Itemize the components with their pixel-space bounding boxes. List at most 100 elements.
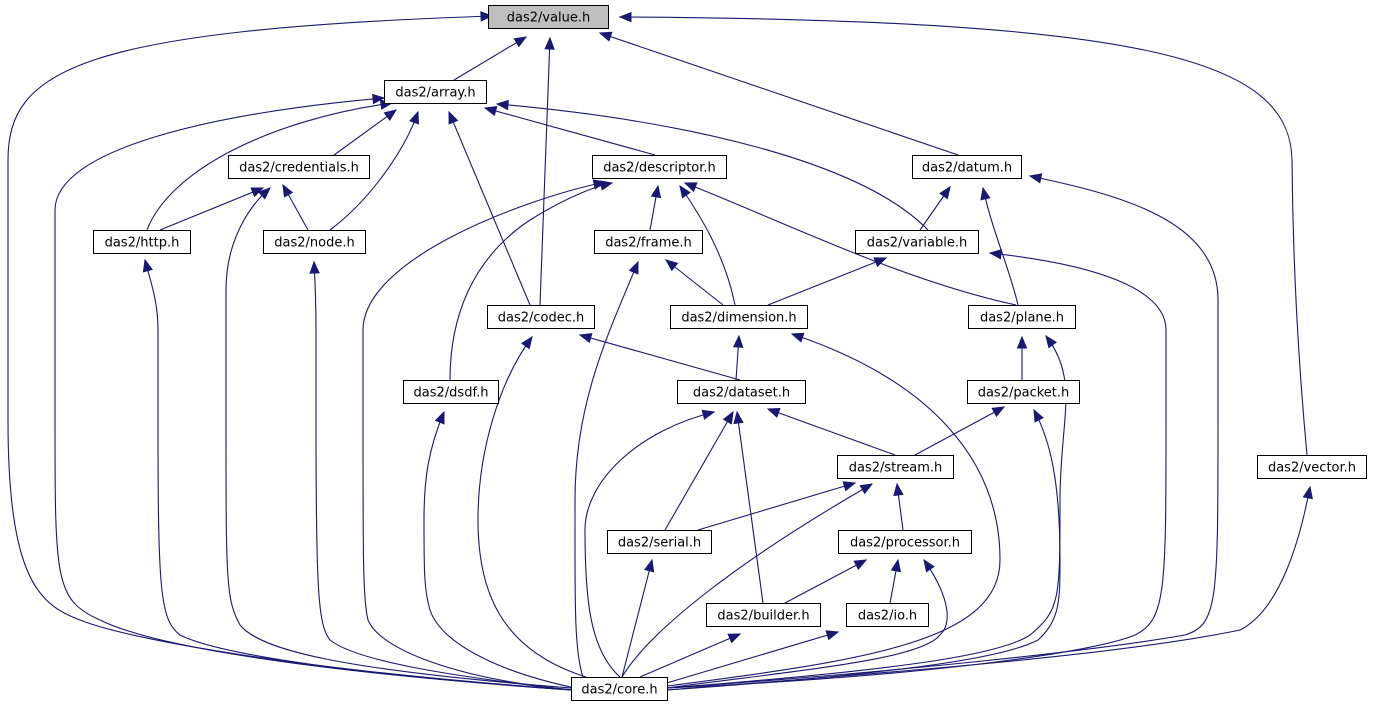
arrowhead (873, 257, 888, 268)
edge-builder-to-processor (784, 559, 868, 604)
node-box[interactable] (912, 155, 1022, 179)
node-box[interactable] (967, 380, 1080, 404)
arrowhead (1016, 335, 1028, 349)
arrowhead (664, 259, 679, 272)
edge-node-to-array (329, 110, 419, 231)
edge-core-to-io (659, 630, 840, 686)
node-dsdf[interactable]: das2/dsdf.h (403, 380, 499, 404)
arrowhead (890, 558, 902, 573)
node-box[interactable] (670, 305, 808, 329)
node-descriptor[interactable]: das2/descriptor.h (592, 155, 727, 179)
edge-core-to-dimension (666, 332, 1001, 687)
node-dataset[interactable]: das2/dataset.h (677, 380, 806, 404)
edge-core-to-array (54, 93, 572, 691)
node-label: das2/http.h (105, 236, 180, 251)
edge-io-to-processor (889, 558, 902, 604)
arrowhead (483, 106, 498, 117)
node-label: das2/variable.h (867, 236, 967, 251)
arrowhead (683, 182, 698, 193)
node-box[interactable] (228, 155, 370, 179)
arrowhead (495, 99, 509, 111)
edge-core-to-datum (666, 173, 1219, 689)
edge-node-to-credentials (282, 183, 309, 231)
node-frame[interactable]: das2/frame.h (594, 230, 703, 254)
node-box[interactable] (677, 380, 806, 404)
node-box[interactable] (263, 230, 366, 254)
arrowhead (1045, 334, 1058, 349)
node-box[interactable] (592, 155, 727, 179)
arrowhead (480, 11, 494, 22)
arrowhead (282, 183, 294, 198)
node-vector[interactable]: das2/vector.h (1257, 455, 1367, 479)
arrowhead (142, 258, 153, 273)
arrowhead (257, 187, 271, 200)
node-box[interactable] (571, 677, 668, 701)
arrowhead (842, 481, 857, 492)
arrowhead (1033, 408, 1044, 423)
node-variable[interactable]: das2/variable.h (855, 230, 979, 254)
node-node[interactable]: das2/node.h (263, 230, 366, 254)
node-box[interactable] (855, 230, 979, 254)
edge-plane-to-descriptor (683, 182, 1017, 306)
node-label: das2/vector.h (1268, 461, 1356, 476)
node-box[interactable] (93, 230, 191, 254)
node-box[interactable] (968, 305, 1076, 329)
node-codec[interactable]: das2/codec.h (487, 305, 595, 329)
node-box[interactable] (837, 455, 954, 479)
edge-core-to-stream (621, 483, 874, 678)
node-label: das2/builder.h (717, 609, 809, 624)
node-box[interactable] (706, 603, 821, 627)
node-value[interactable]: das2/value.h (488, 5, 609, 29)
edge-core-to-vector (666, 485, 1313, 691)
node-credentials[interactable]: das2/credentials.h (228, 155, 370, 179)
edge-core-to-node (309, 260, 572, 691)
node-io[interactable]: das2/io.h (846, 603, 929, 627)
arrowhead (853, 559, 868, 571)
node-box[interactable] (846, 603, 929, 627)
edge-dsdf-to-descriptor (449, 180, 614, 381)
node-box[interactable] (594, 230, 703, 254)
arrowhead (1302, 485, 1313, 500)
node-datum[interactable]: das2/datum.h (912, 155, 1022, 179)
node-box[interactable] (403, 380, 499, 404)
node-label: das2/stream.h (849, 461, 943, 476)
node-array[interactable]: das2/array.h (384, 80, 487, 104)
edge-core-to-builder (639, 633, 742, 678)
node-http[interactable]: das2/http.h (93, 230, 191, 254)
edge-credentials-to-array (333, 109, 398, 156)
node-box[interactable] (488, 5, 609, 29)
node-processor[interactable]: das2/processor.h (838, 530, 972, 554)
arrowhead (991, 406, 1006, 418)
node-box[interactable] (838, 530, 972, 554)
arrowhead (409, 110, 419, 125)
node-dimension[interactable]: das2/dimension.h (670, 305, 808, 329)
edge-dimension-to-descriptor (679, 184, 736, 306)
arrowhead (790, 332, 805, 343)
edge-descriptor-to-array (483, 106, 656, 156)
node-box[interactable] (487, 305, 595, 329)
edges-layer (7, 11, 1313, 691)
arrowhead (521, 335, 533, 350)
edge-variable-to-datum (919, 185, 951, 231)
edge-core-to-codec (477, 335, 587, 678)
node-packet[interactable]: das2/packet.h (967, 380, 1080, 404)
node-serial[interactable]: das2/serial.h (607, 530, 712, 554)
edge-frame-to-descriptor (649, 184, 662, 231)
arrowhead (628, 260, 639, 275)
arrowhead (859, 483, 874, 495)
edge-dataset-to-codec (578, 333, 741, 381)
node-label: das2/core.h (581, 683, 657, 698)
node-box[interactable] (607, 530, 712, 554)
node-box[interactable] (384, 80, 487, 104)
edge-codec-to-array (448, 110, 531, 306)
node-builder[interactable]: das2/builder.h (706, 603, 821, 627)
node-core[interactable]: das2/core.h (571, 677, 668, 701)
node-plane[interactable]: das2/plane.h (968, 305, 1076, 329)
edge-array-to-value (453, 36, 528, 81)
node-stream[interactable]: das2/stream.h (837, 455, 954, 479)
node-box[interactable] (1257, 455, 1367, 479)
edge-core-to-credentials (225, 187, 572, 689)
arrowhead (701, 409, 716, 420)
arrowhead (309, 260, 320, 274)
